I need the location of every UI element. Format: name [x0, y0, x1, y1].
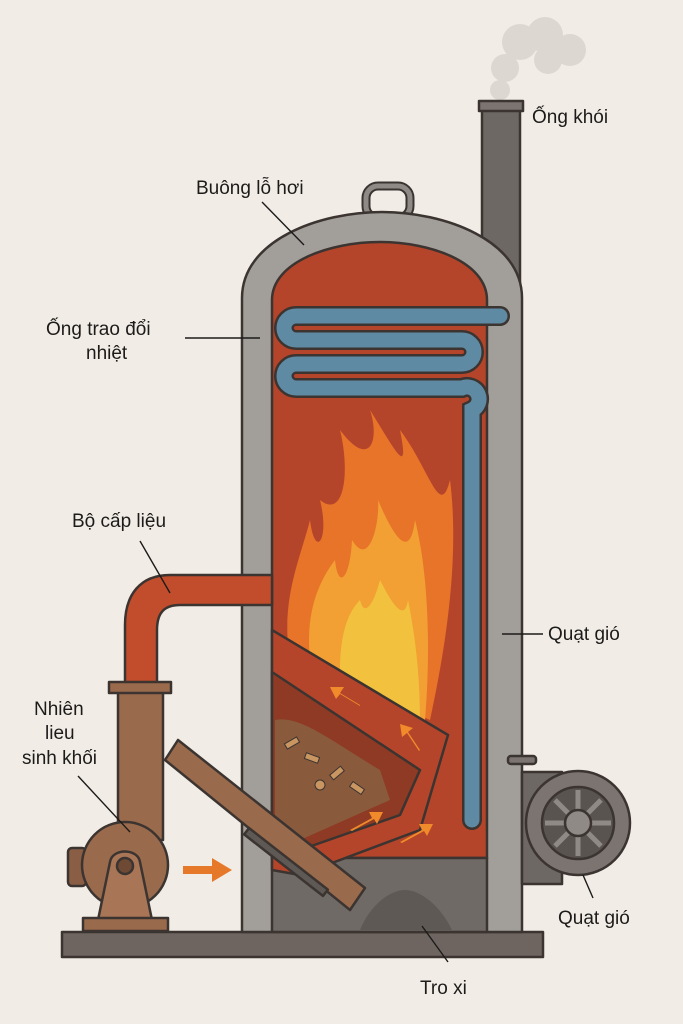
- airflow-arrows: [330, 687, 433, 843]
- label-fan-lower: Quạt gió: [558, 908, 630, 929]
- heat-exchanger-coils: [274, 306, 510, 830]
- label-heat-exchanger-1: Ống trao đổi: [46, 319, 151, 340]
- label-biomass-2: lieu: [45, 723, 75, 744]
- label-biomass-1: Nhiên: [34, 699, 84, 720]
- label-feeder: Bộ cấp liệu: [72, 511, 167, 532]
- fuel-grate: [270, 628, 450, 877]
- fuel-input-arrow: [183, 858, 232, 882]
- label-boiler-chamber: Buông lỗ hơi: [196, 178, 304, 199]
- ash-pile: [360, 890, 452, 930]
- leader-lines: [77, 201, 594, 963]
- label-ash: Tro xi: [420, 978, 467, 999]
- label-biomass-3: sinh khối: [22, 748, 97, 769]
- biomass-feeder-unit: [66, 680, 367, 933]
- label-heat-exchanger-2: nhiệt: [86, 343, 128, 364]
- fan: [506, 754, 632, 886]
- label-fan-upper: Quạt gió: [548, 624, 620, 645]
- smoke-cloud: [490, 17, 586, 100]
- flames: [287, 410, 454, 725]
- label-chimney: Ống khói: [532, 107, 609, 128]
- base-platform: [60, 930, 545, 959]
